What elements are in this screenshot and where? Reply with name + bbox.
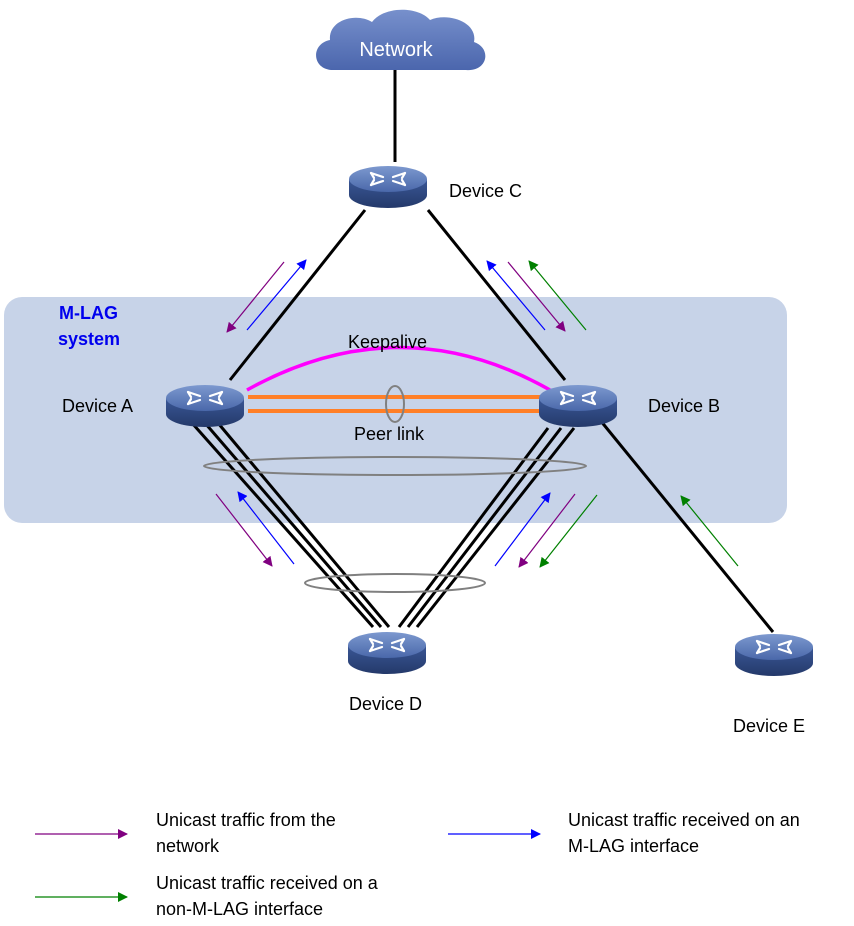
link-c-a <box>228 209 367 381</box>
link-b-d-1 <box>397 427 550 628</box>
device-d-icon <box>346 630 428 676</box>
link-a-d-3 <box>216 422 391 628</box>
legend-non-mlag-line1: Unicast traffic received on a <box>156 873 378 893</box>
arrow-mlag-d-to-a <box>237 491 295 565</box>
mlag-system-label: M-LAG <box>59 303 118 323</box>
link-c-b <box>426 209 567 381</box>
keepalive-link <box>246 345 551 392</box>
legend-mlag-line1: Unicast traffic received on an <box>568 810 800 830</box>
legend-non-mlag: Unicast traffic received on a non-M-LAG … <box>156 870 378 922</box>
legend-mlag: Unicast traffic received on an M-LAG int… <box>568 807 800 859</box>
peer-link-label: Peer link <box>354 424 425 444</box>
arrow-network-a-to-d <box>215 493 273 567</box>
arrow-network-c-to-a <box>226 261 285 333</box>
peer-link-aggregation-ring <box>385 385 405 423</box>
arrow-non-mlag-b-to-c <box>528 260 587 331</box>
link-b-e <box>598 419 775 633</box>
legend-mlag-line2: M-LAG interface <box>568 836 700 856</box>
link-a-d-2 <box>203 422 383 628</box>
device-d-label: Device D <box>349 694 422 714</box>
device-c-icon <box>347 164 429 210</box>
legend-non-mlag-line2: non-M-LAG interface <box>156 899 324 919</box>
device-a-icon <box>164 383 246 429</box>
network-label: Network <box>359 39 433 61</box>
arrow-non-mlag-e-to-b <box>680 495 739 567</box>
device-b-label: Device B <box>648 396 720 416</box>
mlag-system-label-2: system <box>58 329 120 349</box>
link-b-d-2 <box>406 427 563 628</box>
device-c-label: Device C <box>449 181 522 201</box>
arrow-mlag-d-to-b <box>494 492 551 567</box>
legend-network-line1: Unicast traffic from the <box>156 810 336 830</box>
mlag-aggregation-ring <box>203 456 587 476</box>
network-cloud: Network <box>316 9 486 71</box>
arrow-mlag-b-to-c <box>486 260 546 331</box>
device-a-label: Device A <box>62 396 133 416</box>
legend-network: Unicast traffic from the network <box>156 807 336 859</box>
link-a-d-1 <box>190 422 375 628</box>
arrow-network-c-to-b <box>507 261 566 332</box>
arrow-network-b-to-d <box>518 493 576 568</box>
keepalive-label: Keepalive <box>348 332 427 352</box>
device-b-icon <box>537 383 619 429</box>
legend-network-line2: network <box>156 836 220 856</box>
arrow-non-mlag-b-to-d <box>539 494 598 568</box>
arrow-mlag-a-to-c <box>246 259 307 331</box>
device-d-aggregation-ring <box>304 573 486 593</box>
device-e-icon <box>733 632 815 678</box>
device-e-label: Device E <box>733 716 805 736</box>
